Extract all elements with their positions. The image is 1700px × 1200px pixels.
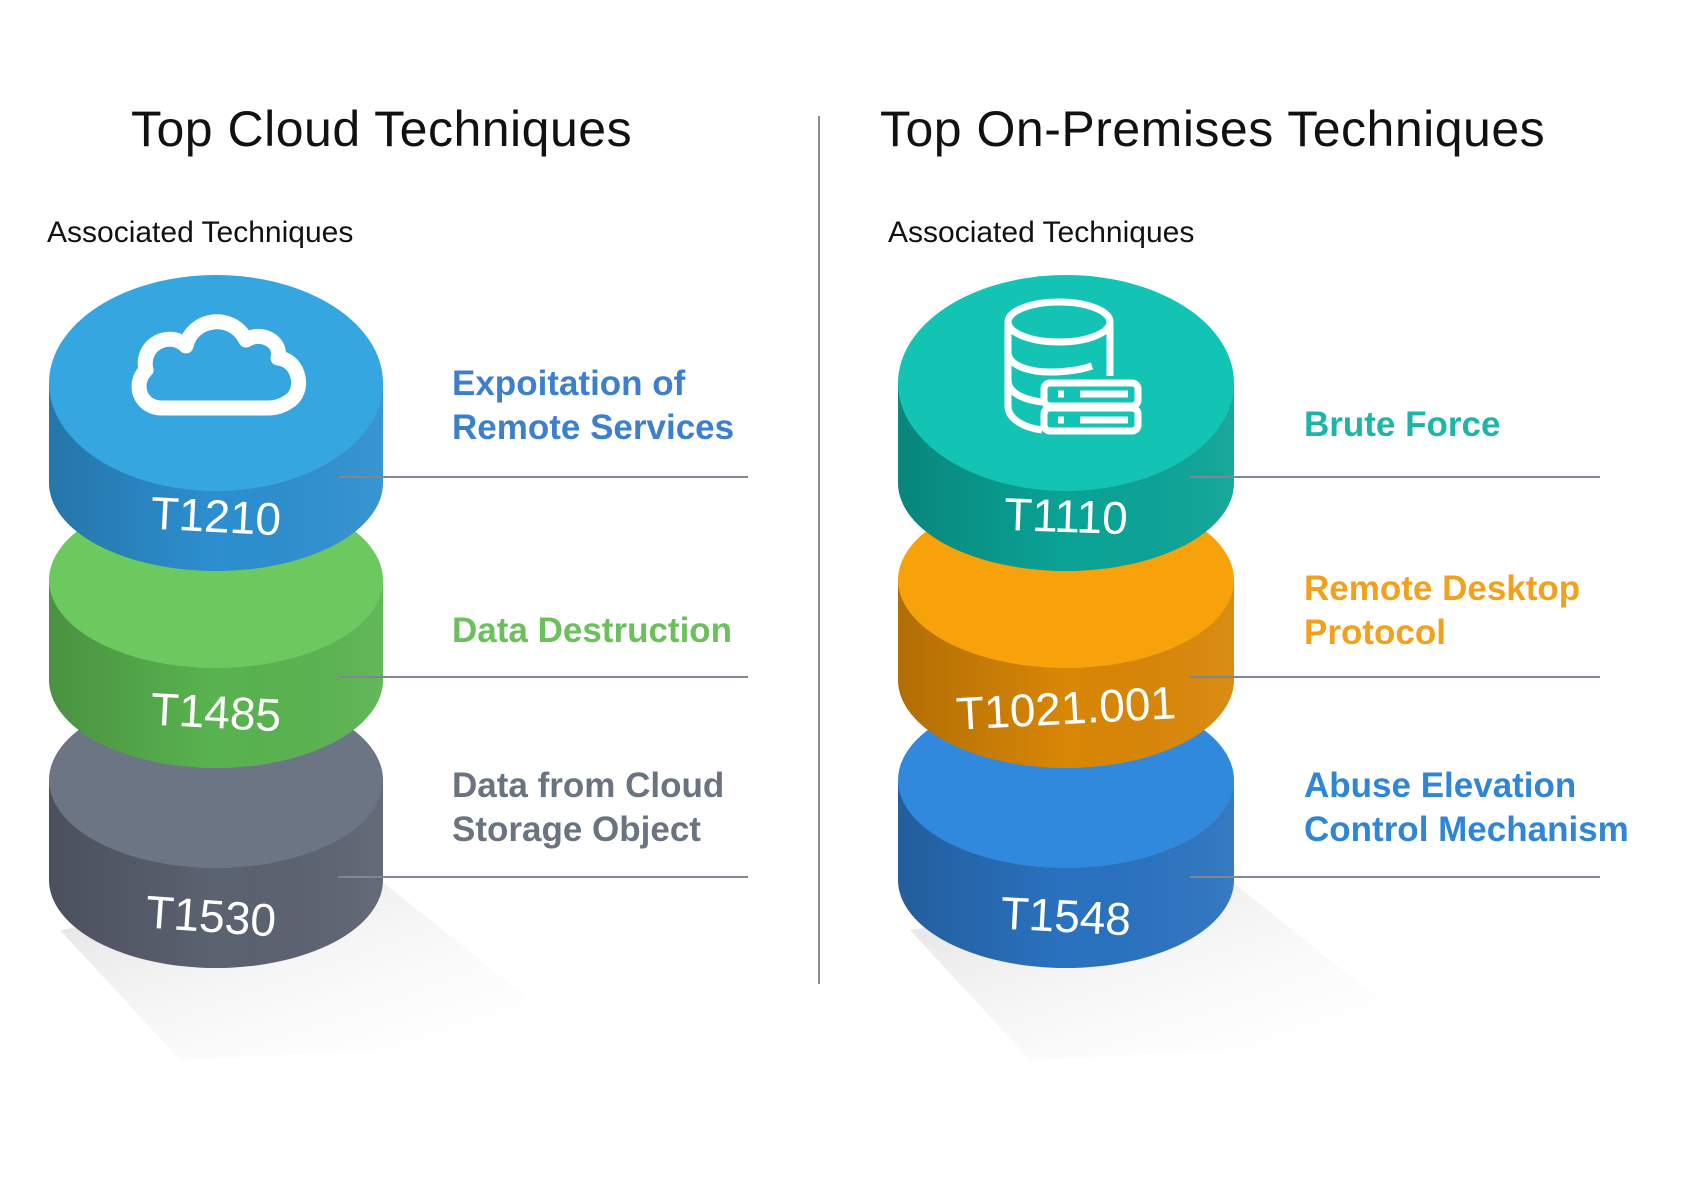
leader-line-t1110 — [1190, 476, 1600, 478]
label-t1210-line1: Expoitation of — [452, 364, 686, 403]
leader-line-t1548 — [1190, 876, 1600, 878]
leader-line-t1210 — [338, 476, 748, 478]
onprem-panel-title: Top On-Premises Techniques — [880, 101, 1546, 157]
label-t1485: Data Destruction — [452, 609, 732, 653]
layer-t1485: T1485 — [49, 492, 383, 768]
layer-t1548: T1548 — [898, 692, 1234, 968]
database-server-icon — [1004, 298, 1142, 435]
cloud-panel-title: Top Cloud Techniques — [131, 101, 633, 157]
layer-t1210: T1210 — [49, 275, 383, 571]
label-t1021-001: Remote Desktop Protocol — [1304, 567, 1580, 655]
label-t1110: Brute Force — [1304, 403, 1500, 447]
leader-line-t1530 — [338, 876, 748, 878]
onprem-stack: T1548 T1021.001 T1110 — [898, 275, 1430, 1060]
label-t1548: Abuse Elevation Control Mechanism — [1304, 764, 1629, 852]
layer-t1110-code: T1110 — [1003, 488, 1128, 544]
leader-line-t1021-001 — [1190, 676, 1600, 678]
label-t1530-line1: Data from Cloud — [452, 766, 725, 805]
layer-t1210-code: T1210 — [149, 487, 282, 546]
label-t1021-001-line2: Protocol — [1304, 613, 1446, 652]
cloud-icon — [131, 314, 306, 416]
label-t1110-line1: Brute Force — [1304, 405, 1501, 444]
layer-t1210-top — [49, 275, 383, 491]
label-t1548-line2: Control Mechanism — [1304, 810, 1629, 849]
label-t1530-line2: Storage Object — [452, 810, 701, 849]
label-t1210: Expoitation of Remote Services — [452, 362, 734, 450]
layer-t1485-code: T1485 — [150, 683, 283, 742]
label-t1548-line1: Abuse Elevation — [1304, 766, 1577, 805]
layer-t1021-001-code: T1021.001 — [955, 676, 1177, 739]
cloud-panel-subtitle: Associated Techniques — [47, 216, 354, 249]
layer-t1110: T1110 — [898, 275, 1234, 571]
layer-t1530-code: T1530 — [144, 886, 278, 947]
leader-line-t1485 — [338, 676, 748, 678]
label-t1530: Data from Cloud Storage Object — [452, 764, 724, 852]
cloud-stack: T1530 T1485 T1210 — [49, 275, 580, 1060]
panel-divider — [818, 116, 820, 984]
label-t1485-line1: Data Destruction — [452, 611, 733, 650]
label-t1021-001-line1: Remote Desktop — [1304, 569, 1581, 608]
layer-t1548-code: T1548 — [999, 887, 1132, 946]
label-t1210-line2: Remote Services — [452, 408, 735, 447]
onprem-panel-subtitle: Associated Techniques — [888, 216, 1195, 249]
